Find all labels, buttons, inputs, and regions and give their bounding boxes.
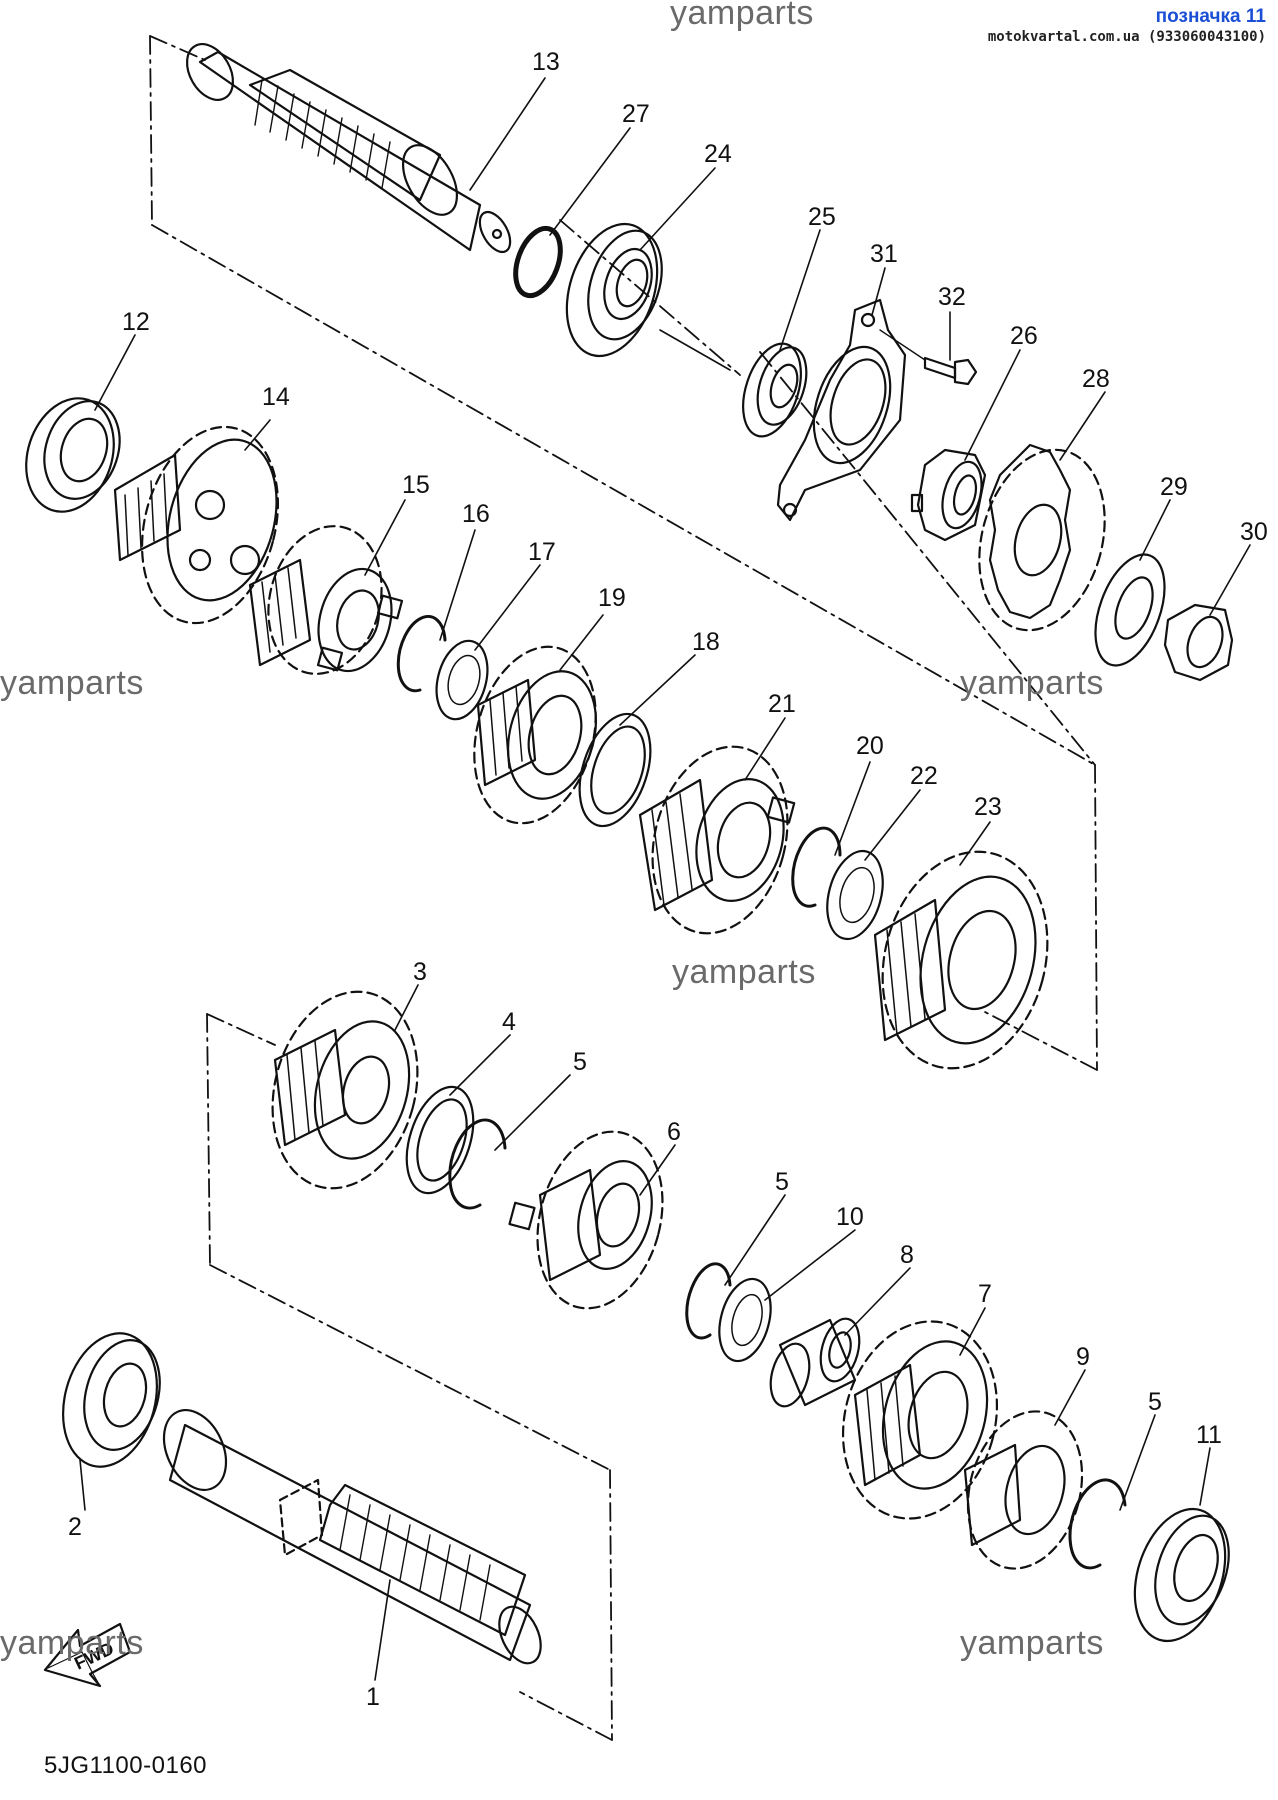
- watermark-top: yamparts: [670, 0, 814, 32]
- washer-17: [435, 639, 489, 721]
- washer-18: [578, 712, 652, 828]
- label-4: 4: [502, 1008, 516, 1036]
- circlip-5a: [448, 1118, 507, 1210]
- gear-7: [841, 1320, 999, 1520]
- washer-22: [826, 849, 884, 941]
- seal-retainer-plate: [776, 298, 907, 522]
- lock-washer: [1094, 553, 1166, 667]
- drive-sprocket: [978, 443, 1106, 632]
- label-14: 14: [262, 383, 290, 411]
- circlip-20: [791, 826, 842, 908]
- gear-6: [508, 1130, 664, 1310]
- gear-23: [873, 850, 1049, 1070]
- watermark-left-bottom: yamparts: [0, 1624, 144, 1662]
- gear-9: [963, 1410, 1084, 1570]
- label-28: 28: [1082, 365, 1110, 393]
- gear-3: [271, 990, 419, 1190]
- circlip-5c: [1068, 1478, 1127, 1570]
- label-19: 19: [598, 584, 626, 612]
- main-bearing-left: [25, 397, 121, 513]
- watermark-right-bottom: yamparts: [960, 1624, 1104, 1662]
- label-10: 10: [836, 1203, 864, 1231]
- label-18: 18: [692, 628, 720, 656]
- drive-bearing-left: [62, 1332, 161, 1468]
- label-1: 1: [366, 1683, 380, 1711]
- label-22: 22: [910, 762, 938, 790]
- gear-15: [248, 525, 404, 675]
- drive-bearing-right: [1133, 1507, 1230, 1643]
- label-15: 15: [402, 471, 430, 499]
- label-29: 29: [1160, 473, 1188, 501]
- watermark-right-mid: yamparts: [960, 664, 1104, 702]
- label-31: 31: [870, 240, 898, 268]
- label-13: 13: [532, 48, 560, 76]
- gear-19: [473, 645, 598, 825]
- label-27: 27: [622, 100, 650, 128]
- label-7: 7: [978, 1280, 992, 1308]
- watermark-left-mid: yamparts: [0, 664, 144, 702]
- label-25: 25: [808, 203, 836, 231]
- label-21: 21: [768, 690, 796, 718]
- label-5b: 5: [775, 1168, 789, 1196]
- diagram-code: 5JG1100-0160: [44, 1752, 208, 1779]
- sprocket-nut: [1163, 603, 1234, 682]
- label-5a: 5: [573, 1048, 587, 1076]
- label-23: 23: [974, 793, 1002, 821]
- label-11: 11: [1196, 1421, 1222, 1449]
- marking-site: motokvartal.com.ua (933060043100): [987, 29, 1266, 45]
- main-axle-shaft: [185, 43, 512, 254]
- label-17: 17: [528, 538, 556, 566]
- marking-tag: позначка 11 motokvartal.com.ua (93306004…: [988, 6, 1266, 45]
- label-26: 26: [1010, 322, 1038, 350]
- o-ring: [513, 225, 563, 299]
- label-5c: 5: [1148, 1388, 1162, 1416]
- label-24: 24: [704, 140, 732, 168]
- gear-14: [113, 425, 280, 625]
- label-2: 2: [68, 1513, 82, 1541]
- watermark-center: yamparts: [672, 953, 816, 991]
- drive-sprocket-collar: [910, 448, 987, 542]
- label-30: 30: [1240, 518, 1268, 546]
- part-labels: 13 27 24 25 31 32 26 28 12 14 15 16 17 1…: [68, 48, 1268, 1711]
- washer-10: [718, 1277, 772, 1363]
- oil-seal: [742, 342, 808, 438]
- label-3: 3: [413, 958, 427, 986]
- washer-4: [405, 1085, 475, 1195]
- retainer-bolt: [923, 356, 978, 386]
- drive-axle-frame: [206, 1013, 613, 1741]
- leader-lines: [79, 77, 1251, 1681]
- circlip-16: [396, 615, 447, 693]
- label-12: 12: [122, 308, 150, 336]
- circlip-5b: [685, 1262, 732, 1340]
- drive-axle-shaft: [162, 1409, 542, 1665]
- label-32: 32: [938, 283, 966, 311]
- label-8: 8: [900, 1241, 914, 1269]
- gear-21: [638, 745, 796, 935]
- label-6: 6: [667, 1118, 681, 1146]
- marking-title: позначка 11: [1155, 6, 1266, 27]
- main-axle-frame: [149, 35, 1098, 1071]
- label-9: 9: [1076, 1343, 1090, 1371]
- label-16: 16: [462, 500, 490, 528]
- label-20: 20: [856, 732, 884, 760]
- main-bearing-right: [565, 222, 663, 358]
